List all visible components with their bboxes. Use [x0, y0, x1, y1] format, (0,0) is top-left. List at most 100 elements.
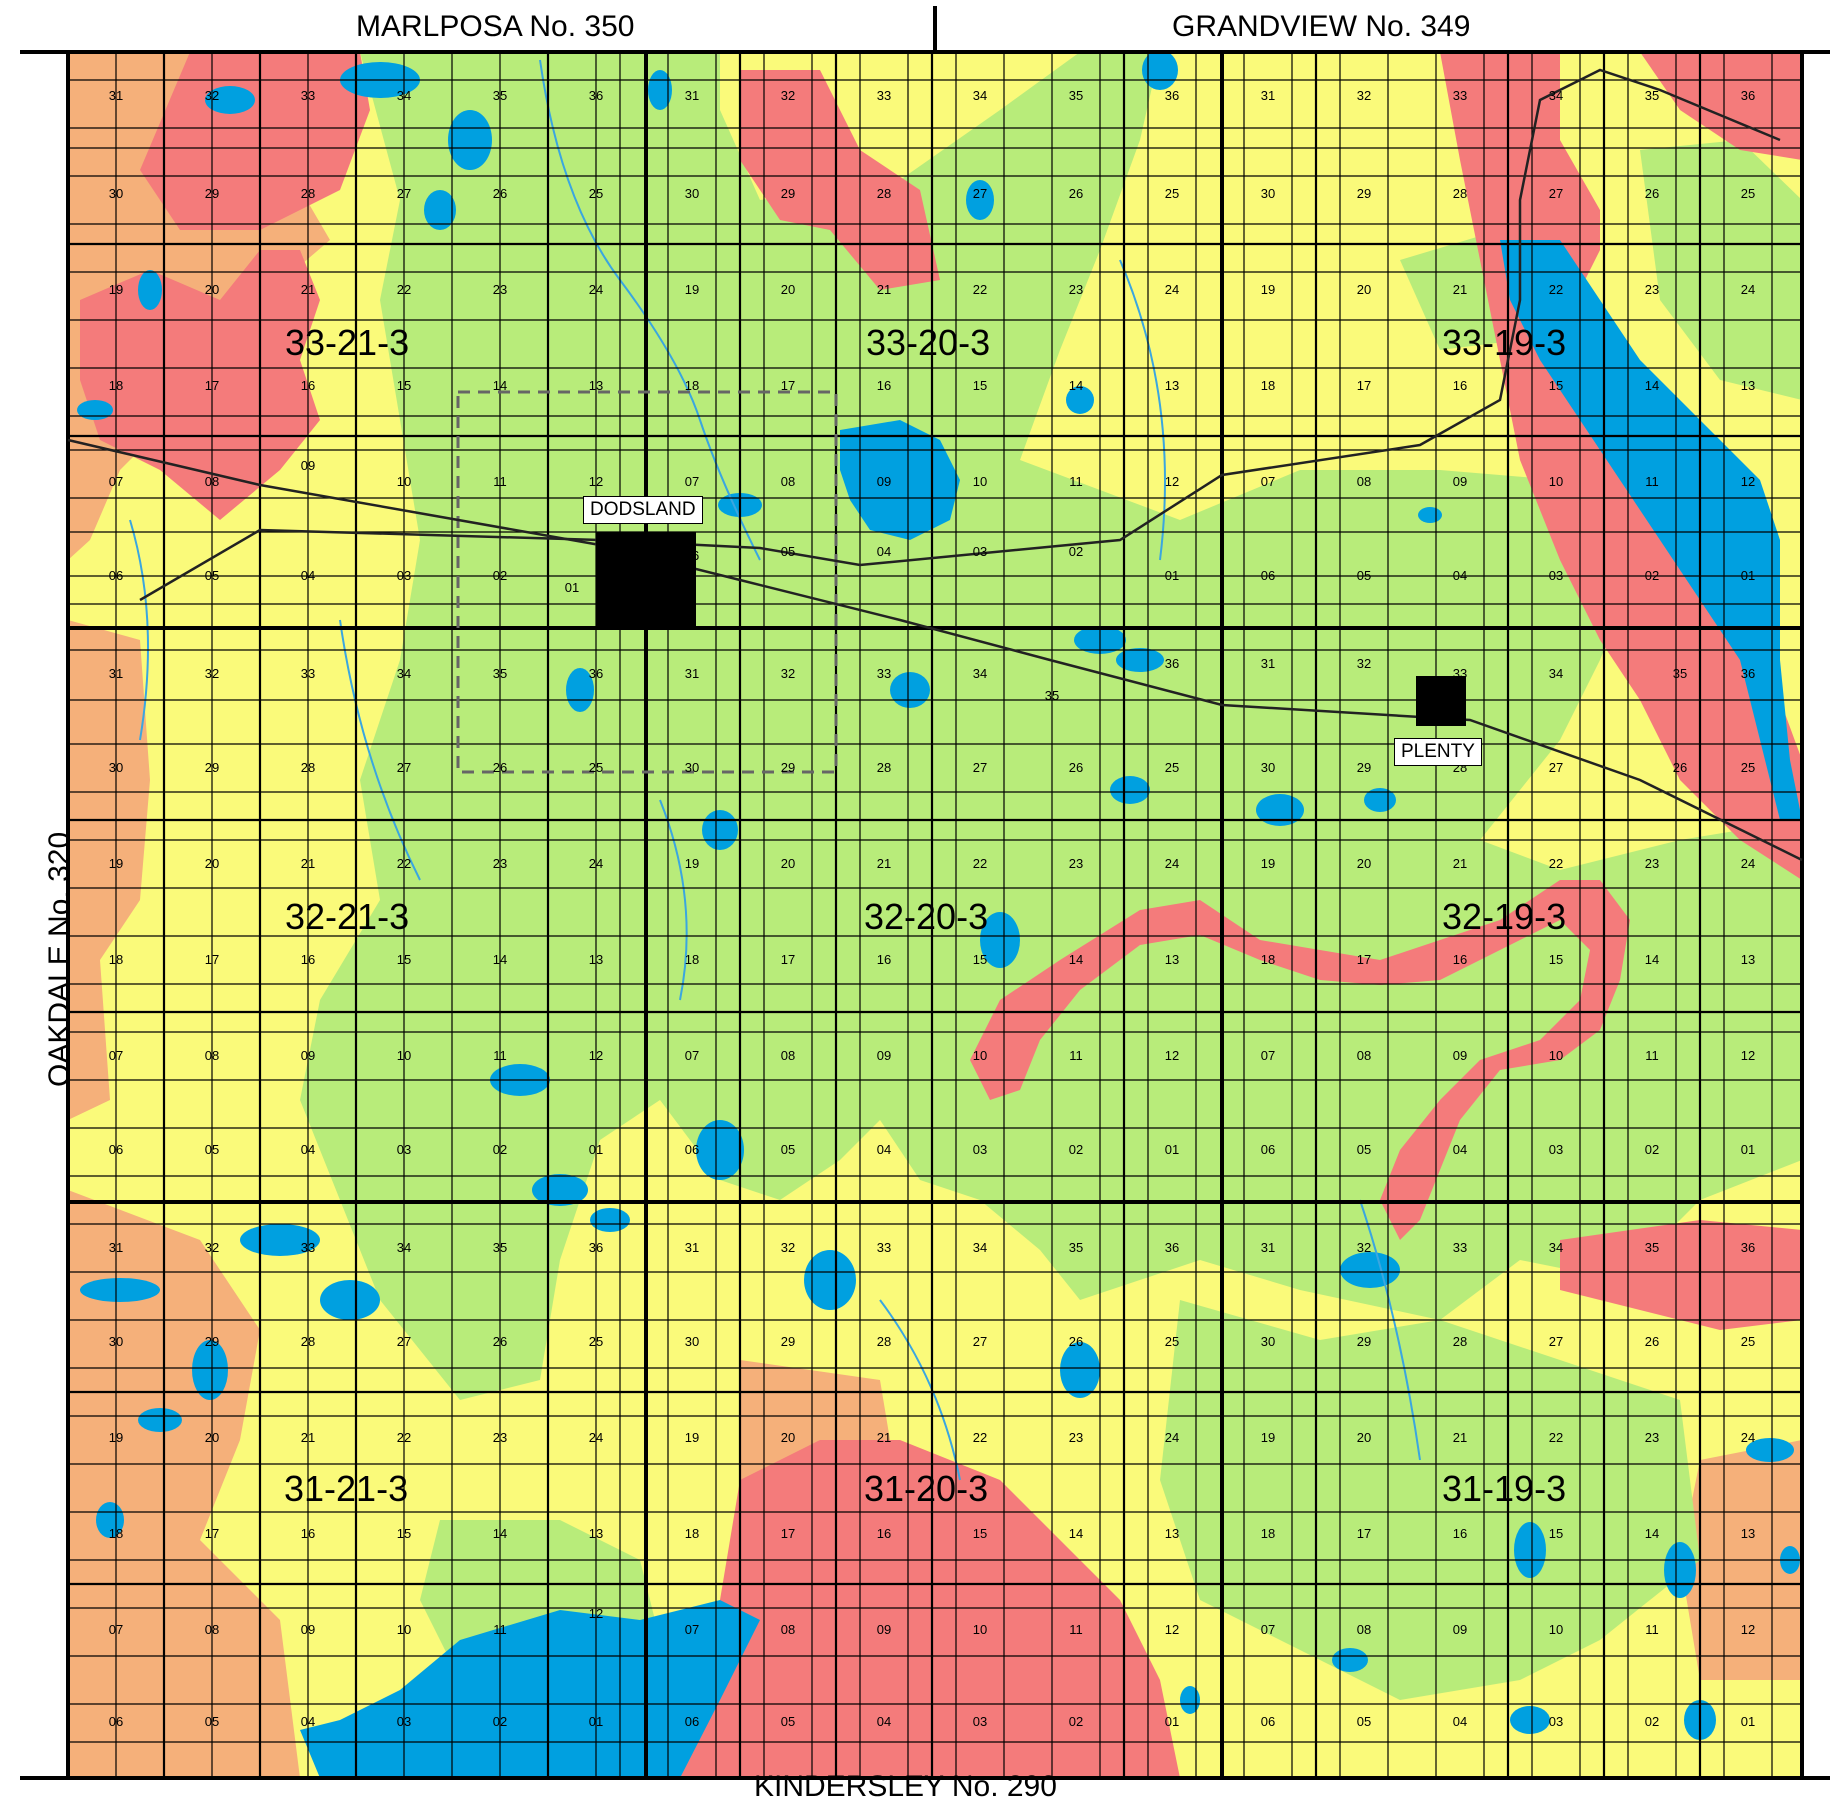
svg-text:13: 13	[1165, 378, 1179, 393]
svg-text:19: 19	[1261, 856, 1275, 871]
svg-text:02: 02	[493, 1142, 507, 1157]
svg-text:14: 14	[1645, 952, 1659, 967]
svg-text:08: 08	[205, 1622, 219, 1637]
svg-text:07: 07	[109, 474, 123, 489]
svg-text:01: 01	[565, 580, 579, 595]
neighbor-rm-north-right: GRANDVIEW No. 349	[1172, 10, 1471, 43]
svg-text:31: 31	[109, 88, 123, 103]
svg-text:30: 30	[1261, 186, 1275, 201]
svg-text:30: 30	[1261, 1334, 1275, 1349]
svg-text:19: 19	[685, 282, 699, 297]
svg-text:33: 33	[1453, 666, 1467, 681]
neighbor-rm-south: KINDERSLEY No. 290	[754, 1770, 1057, 1803]
svg-text:24: 24	[1741, 856, 1755, 871]
svg-text:13: 13	[589, 1526, 603, 1541]
svg-text:10: 10	[397, 1048, 411, 1063]
svg-text:06: 06	[685, 548, 699, 563]
svg-text:12: 12	[589, 1606, 603, 1621]
svg-text:17: 17	[1357, 1526, 1371, 1541]
svg-text:15: 15	[973, 378, 987, 393]
svg-text:10: 10	[397, 1622, 411, 1637]
svg-text:08: 08	[1357, 1622, 1371, 1637]
svg-text:28: 28	[877, 1334, 891, 1349]
svg-text:27: 27	[397, 186, 411, 201]
svg-text:04: 04	[301, 568, 315, 583]
svg-text:31: 31	[685, 88, 699, 103]
svg-text:05: 05	[205, 568, 219, 583]
neighbor-rm-north-left: MARLPOSA No. 350	[356, 10, 635, 43]
svg-text:06: 06	[109, 1714, 123, 1729]
plenty-town-block	[1416, 676, 1466, 726]
svg-text:18: 18	[1261, 1526, 1275, 1541]
svg-text:15: 15	[973, 952, 987, 967]
svg-text:32: 32	[205, 1240, 219, 1255]
svg-text:04: 04	[877, 1714, 891, 1729]
town-label-plenty: PLENTY	[1394, 738, 1482, 766]
svg-text:11: 11	[493, 474, 507, 489]
svg-text:04: 04	[301, 1142, 315, 1157]
svg-text:36: 36	[1741, 88, 1755, 103]
township-label-31-19-3: 31-19-3	[1442, 1468, 1567, 1509]
svg-text:22: 22	[973, 856, 987, 871]
svg-text:07: 07	[1261, 1048, 1275, 1063]
svg-text:15: 15	[973, 1526, 987, 1541]
svg-text:09: 09	[877, 1622, 891, 1637]
svg-text:16: 16	[1453, 378, 1467, 393]
township-label-33-21-3: 33-21-3	[285, 322, 410, 363]
svg-text:33: 33	[301, 1240, 315, 1255]
svg-text:12: 12	[589, 1048, 603, 1063]
svg-text:09: 09	[877, 474, 891, 489]
svg-text:36: 36	[589, 1240, 603, 1255]
svg-text:10: 10	[973, 1048, 987, 1063]
svg-text:04: 04	[1453, 1142, 1467, 1157]
svg-text:15: 15	[1549, 952, 1563, 967]
svg-text:30: 30	[1261, 760, 1275, 775]
svg-text:20: 20	[205, 856, 219, 871]
svg-text:01: 01	[1165, 1142, 1179, 1157]
svg-text:16: 16	[877, 378, 891, 393]
svg-text:21: 21	[877, 1430, 891, 1445]
svg-text:13: 13	[1741, 1526, 1755, 1541]
svg-text:12: 12	[1165, 1622, 1179, 1637]
svg-text:20: 20	[1357, 1430, 1371, 1445]
svg-text:14: 14	[493, 1526, 507, 1541]
svg-text:21: 21	[1453, 282, 1467, 297]
svg-text:18: 18	[109, 378, 123, 393]
svg-text:35: 35	[1045, 688, 1059, 703]
svg-text:22: 22	[397, 282, 411, 297]
svg-text:16: 16	[1453, 1526, 1467, 1541]
svg-text:04: 04	[877, 544, 891, 559]
svg-text:15: 15	[397, 952, 411, 967]
svg-text:09: 09	[1453, 1048, 1467, 1063]
svg-text:16: 16	[877, 1526, 891, 1541]
railway	[67, 438, 1803, 862]
svg-text:09: 09	[1453, 1622, 1467, 1637]
svg-text:34: 34	[397, 1240, 411, 1255]
svg-text:32: 32	[1357, 88, 1371, 103]
svg-text:31: 31	[109, 666, 123, 681]
svg-text:24: 24	[1165, 856, 1179, 871]
svg-text:29: 29	[781, 186, 795, 201]
svg-text:23: 23	[1645, 1430, 1659, 1445]
svg-text:34: 34	[1549, 88, 1563, 103]
svg-text:27: 27	[973, 760, 987, 775]
svg-text:24: 24	[1741, 282, 1755, 297]
svg-text:17: 17	[1357, 378, 1371, 393]
svg-text:12: 12	[589, 474, 603, 489]
svg-text:20: 20	[1357, 282, 1371, 297]
svg-text:09: 09	[301, 458, 315, 473]
svg-text:03: 03	[1549, 568, 1563, 583]
svg-text:36: 36	[1165, 656, 1179, 671]
svg-text:24: 24	[1165, 282, 1179, 297]
township-label-32-20-3: 32-20-3	[864, 896, 989, 937]
svg-text:35: 35	[1673, 666, 1687, 681]
svg-text:27: 27	[1549, 760, 1563, 775]
svg-text:27: 27	[397, 760, 411, 775]
svg-text:14: 14	[1645, 378, 1659, 393]
svg-text:29: 29	[1357, 186, 1371, 201]
